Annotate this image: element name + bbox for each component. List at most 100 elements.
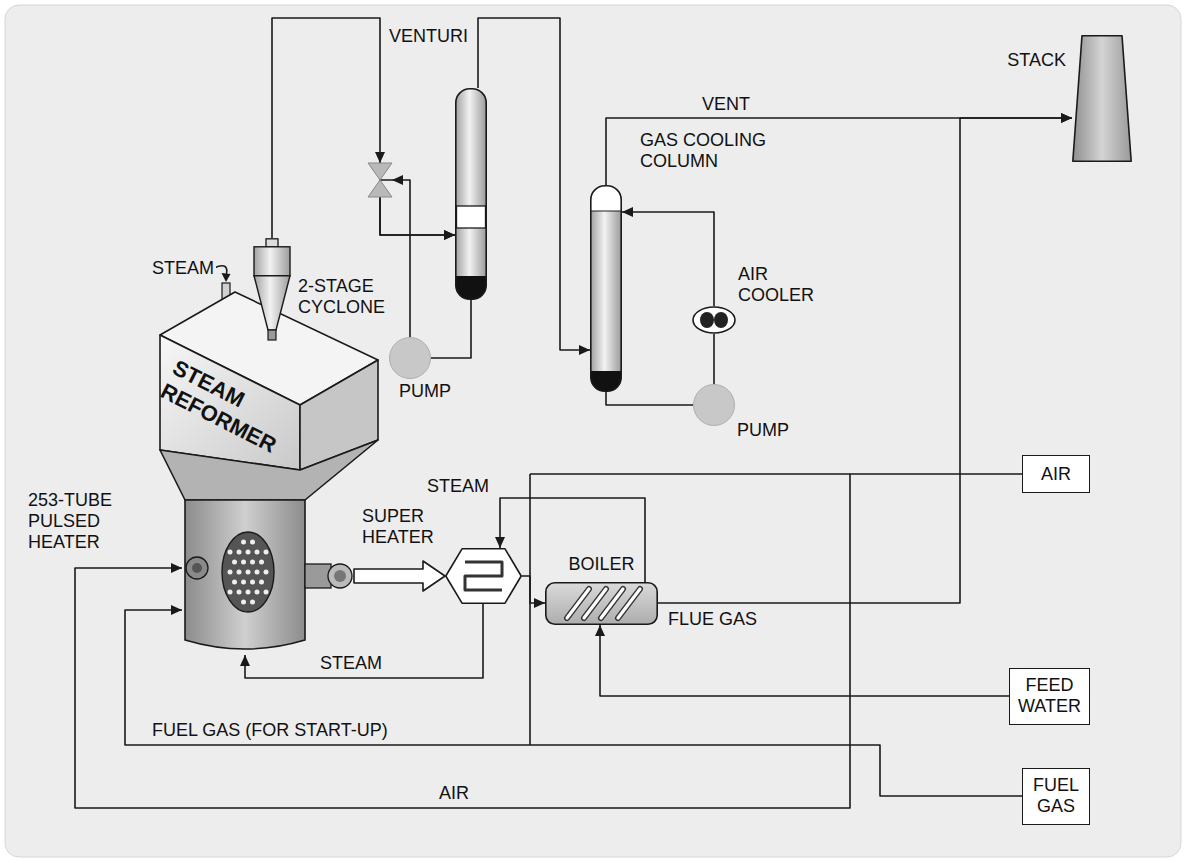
- superheater: SUPER HEATER: [445, 548, 522, 604]
- label-anchor: FLUE GAS: [666, 609, 759, 630]
- arrow-head: [375, 152, 385, 163]
- gas-cooling-column: GAS COOLING COLUMN: [590, 185, 622, 392]
- pump-drawing: [389, 337, 431, 379]
- heater-flange: [328, 564, 352, 588]
- pulsed-heater-drawing: [182, 500, 354, 655]
- pulsed-heater: 253-TUBE PULSED HEATER: [182, 500, 354, 655]
- equipment-label: PUMP: [737, 420, 797, 441]
- arrow-head: [1061, 113, 1072, 123]
- stream-label: STEAM: [318, 653, 384, 674]
- pump-symbol: [390, 338, 431, 379]
- stream-label: FUEL GAS (FOR START-UP): [150, 720, 390, 741]
- vessel-body: [456, 89, 486, 299]
- arrow-head: [534, 598, 545, 608]
- heater-tube: [250, 540, 255, 545]
- cyclone-drawing: [252, 238, 292, 342]
- input-box: FEED WATER: [1009, 668, 1090, 725]
- venturi-throat: [368, 180, 392, 197]
- air-cooler: AIR COOLER: [692, 306, 736, 334]
- arrow-head: [171, 563, 182, 573]
- boiler: BOILER: [545, 582, 658, 625]
- arrow-head: [392, 175, 403, 185]
- pump: PUMP: [389, 337, 431, 379]
- heater-port: [186, 557, 208, 579]
- arrow-head: [495, 537, 505, 548]
- arrow-head: [240, 655, 250, 666]
- pipe-connector: [478, 18, 590, 355]
- superheater-drawing: [445, 548, 522, 604]
- pipe-line: [600, 625, 1009, 696]
- liquid-level: [591, 211, 621, 212]
- pipe-connector: [595, 625, 1009, 696]
- superheater-shell: [446, 549, 521, 603]
- stream-label: STEAM: [425, 476, 491, 497]
- heater-tube: [255, 590, 260, 595]
- arrow-head: [579, 345, 590, 355]
- arrow-head: [1061, 113, 1072, 123]
- cyclone-dipleg: [268, 330, 276, 340]
- heater-tube: [232, 580, 237, 585]
- vessel-outline: [456, 89, 486, 299]
- pipe-line: [478, 18, 590, 350]
- pipe-connector: [354, 561, 445, 591]
- equipment-label: 253-TUBE PULSED HEATER: [28, 490, 128, 553]
- pipe-line: [431, 300, 471, 358]
- pipe-connector: [272, 18, 455, 240]
- stream-label: VENT: [700, 94, 752, 115]
- heater-tube: [246, 570, 251, 575]
- cyclone-barrel: [254, 247, 290, 276]
- boiler-tube: [618, 589, 640, 618]
- label-anchor: STEAM: [318, 653, 384, 674]
- heater-port: [192, 563, 202, 573]
- column-body: [591, 186, 621, 391]
- equipment-label: AIR COOLER: [738, 264, 823, 306]
- cooler-shell: [693, 307, 735, 333]
- label-anchor: STEAM: [150, 258, 216, 279]
- pipe-connector: [431, 300, 471, 358]
- pipe-line: [522, 576, 545, 603]
- input-box: FUEL GAS: [1022, 768, 1090, 825]
- pump-drawing: [693, 384, 735, 426]
- heater-tube: [237, 590, 242, 595]
- heater-tube: [255, 570, 260, 575]
- stack-drawing: [1072, 35, 1132, 162]
- boiler-shell: [546, 583, 657, 624]
- heater-tube: [241, 600, 246, 605]
- pipe-line: [272, 18, 455, 238]
- cyclone: 2-STAGE CYCLONE: [252, 238, 292, 342]
- heater-tube: [250, 580, 255, 585]
- boiler-tube: [618, 589, 640, 618]
- heater-body: [185, 500, 305, 649]
- tube-window: [222, 532, 274, 612]
- label-anchor: VENT: [700, 94, 752, 115]
- label-anchor: FUEL GAS (FOR START-UP): [150, 720, 390, 741]
- heater-tube: [228, 550, 233, 555]
- stream-label: AIR: [437, 783, 471, 804]
- fan-blade: [714, 312, 728, 328]
- stream-label: FLUE GAS: [666, 609, 759, 630]
- arrow-head: [622, 207, 633, 217]
- pipe-connector: [622, 207, 714, 306]
- heater-tube: [228, 570, 233, 575]
- pipe-connector: [606, 113, 1072, 185]
- gas-cooling-column-drawing: [590, 185, 622, 392]
- venturi-scrubber: VENTURI: [455, 88, 487, 300]
- pipe-connector: [522, 576, 545, 608]
- fan-blade: [700, 312, 714, 328]
- equipment-label: VENTURI: [389, 26, 469, 47]
- packing-band: [457, 206, 486, 228]
- pipe-line: [622, 212, 714, 306]
- heater-tube: [228, 590, 233, 595]
- heater-tube: [241, 560, 246, 565]
- box-label: AIR: [1041, 464, 1071, 485]
- heater-tube: [246, 590, 251, 595]
- pipe-connector: [606, 392, 693, 405]
- pipe-line: [380, 180, 455, 337]
- heater-tube: [264, 570, 269, 575]
- venturi-throat: [368, 163, 392, 180]
- column-liquid: [591, 211, 621, 373]
- background-panel: [5, 5, 1181, 857]
- heater-tube: [264, 590, 269, 595]
- pipe-line: [606, 392, 693, 405]
